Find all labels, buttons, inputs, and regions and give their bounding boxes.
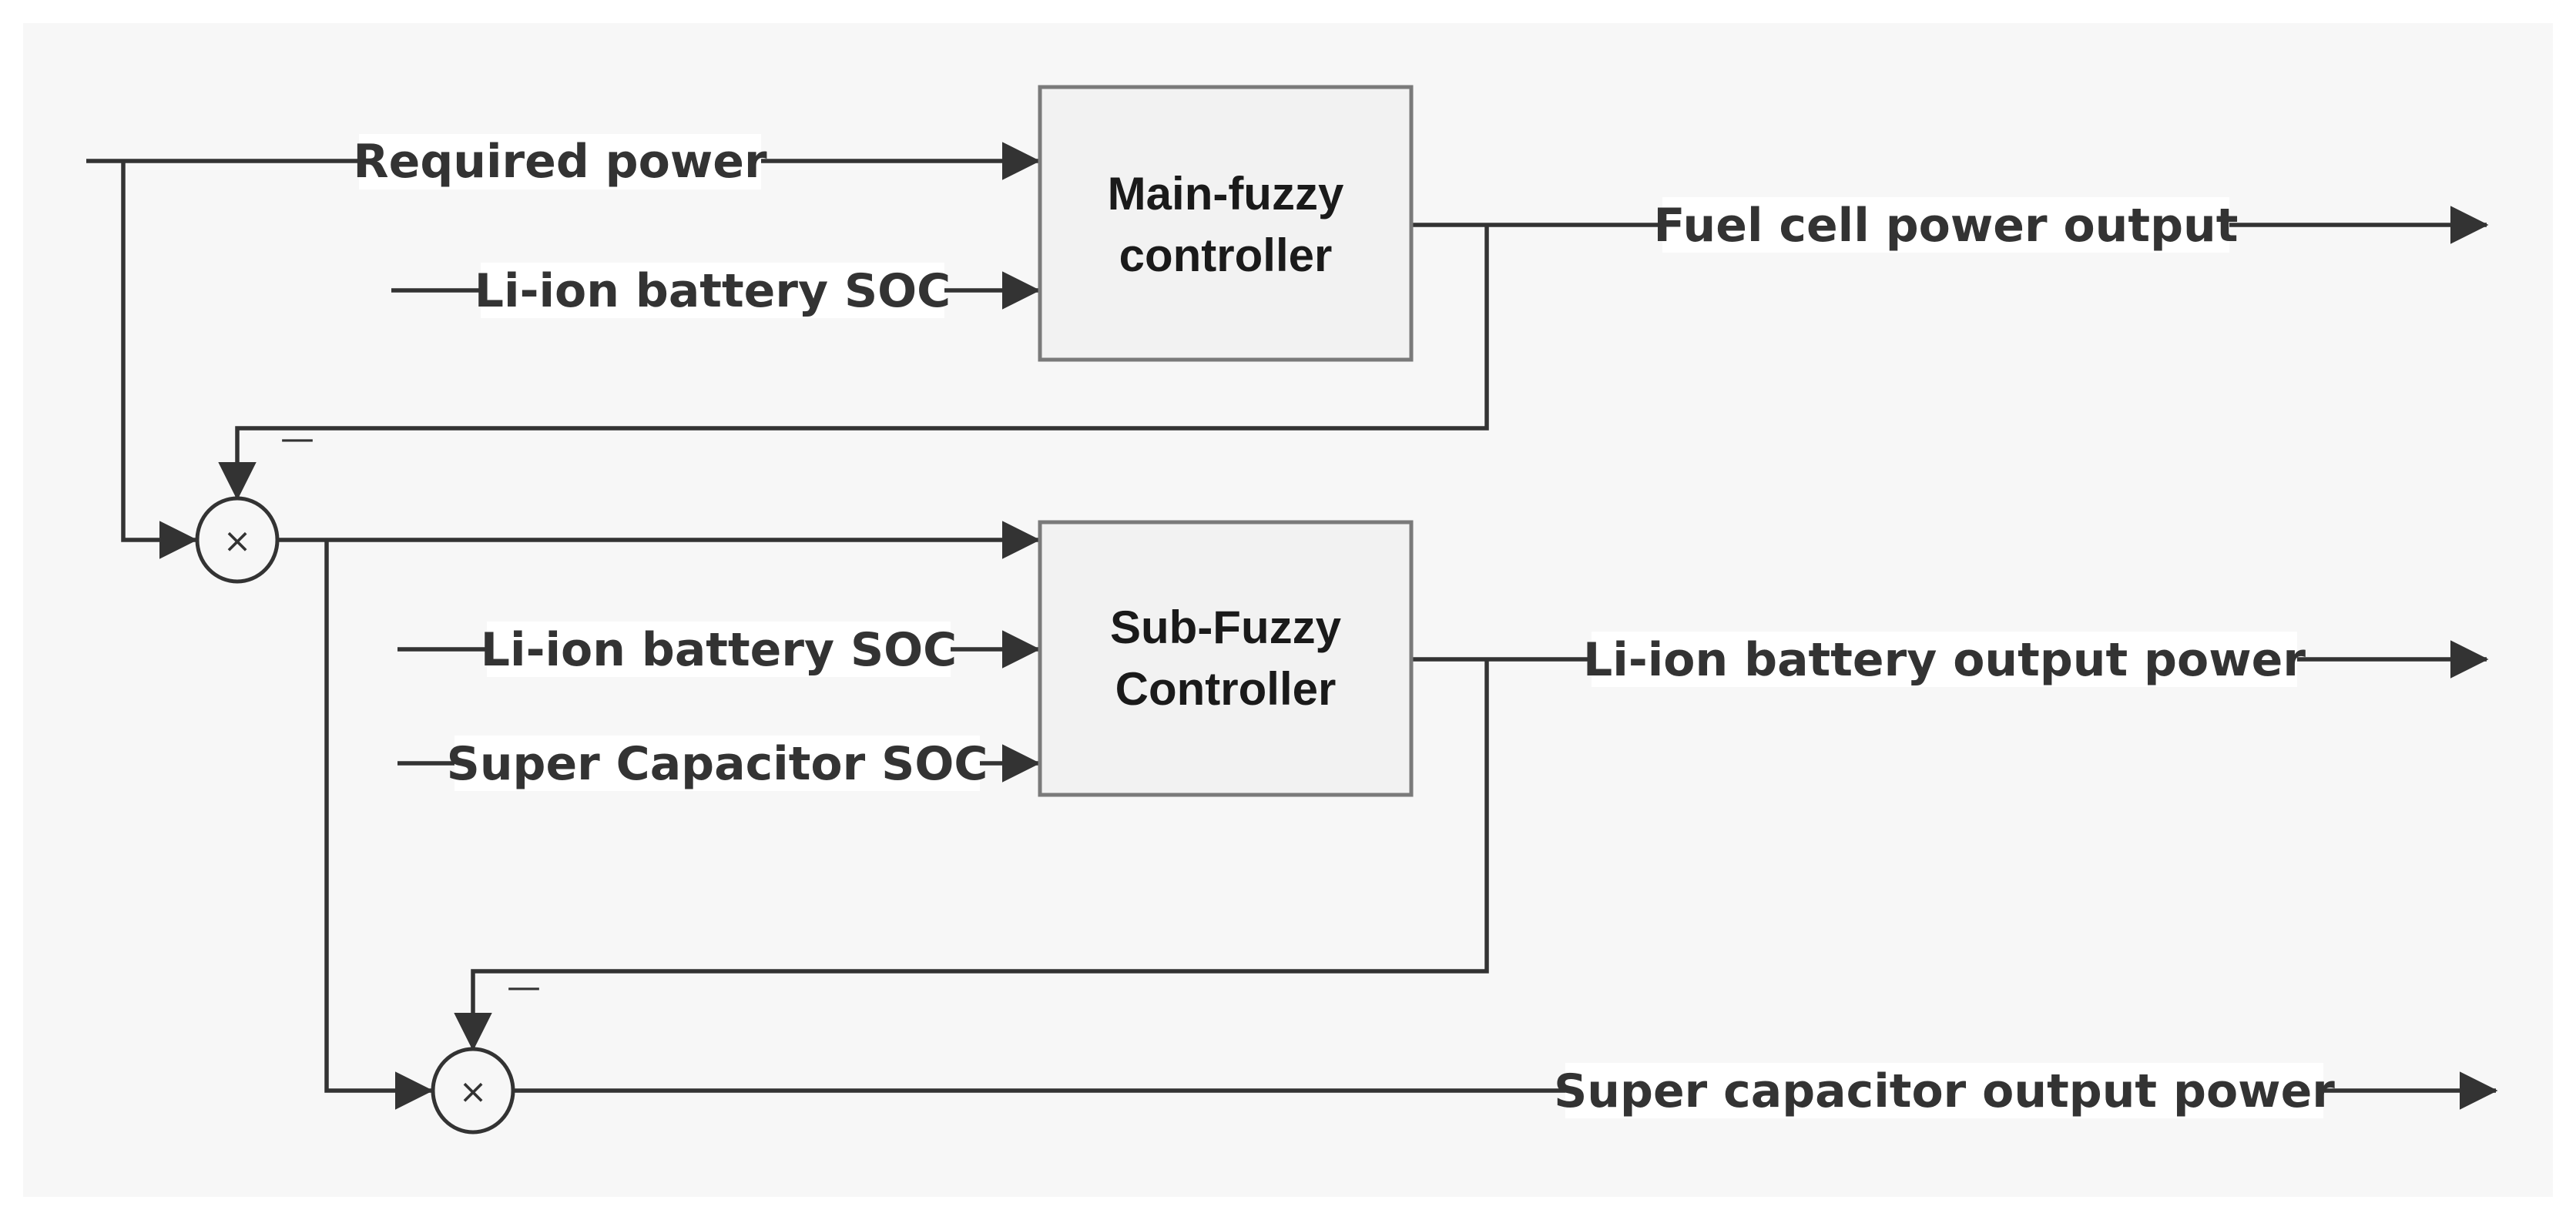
- sum-junction-2: ×: [431, 1047, 515, 1135]
- main-fuzzy-controller-block[interactable]: Main-fuzzy controller: [1038, 85, 1414, 362]
- main-controller-label-line2: controller: [1119, 230, 1333, 281]
- battery-output-label: Li-ion battery output power: [1583, 633, 2306, 687]
- supercap-soc-label: Super Capacitor SOC: [447, 737, 988, 791]
- battery-feedback-wire: [454, 659, 1489, 1051]
- required-power-label: Required power: [353, 135, 767, 189]
- fuel-cell-output-label-bg: [1662, 197, 2229, 253]
- sub-controller-label-line2: Controller: [1115, 663, 1337, 715]
- sub-battery-soc-label-bg: [487, 622, 951, 677]
- battery-output-label-bg: [1592, 632, 2297, 687]
- main-battery-soc-label-bg: [481, 263, 944, 318]
- fuel-cell-output-label: Fuel cell power output: [1654, 199, 2239, 253]
- junction2-minus-sign: —: [507, 967, 541, 1007]
- required-power-label-bg: [359, 134, 761, 189]
- junction1-minus-sign: —: [280, 419, 314, 458]
- supercap-output-label-bg: [1565, 1063, 2323, 1118]
- supercap-output-label: Super capacitor output power: [1554, 1064, 2335, 1118]
- sub-controller-label-line1: Sub-Fuzzy: [1110, 602, 1342, 653]
- junction1-branch-wire: [324, 540, 434, 1110]
- supercap-soc-label-bg: [454, 736, 980, 791]
- main-battery-soc-label: Li-ion battery SOC: [475, 264, 951, 318]
- sum-junction-1: ×: [195, 496, 280, 584]
- main-controller-label-line1: Main-fuzzy: [1108, 168, 1344, 220]
- junction1-operator-icon: ×: [223, 521, 252, 561]
- fuel-cell-feedback-wire: [218, 225, 1489, 501]
- junction2-operator-icon: ×: [459, 1072, 488, 1111]
- sub-fuzzy-controller-block[interactable]: Sub-Fuzzy Controller: [1038, 520, 1414, 797]
- required-power-branch-wire: [121, 161, 198, 559]
- sub-battery-soc-label: Li-ion battery SOC: [481, 623, 957, 677]
